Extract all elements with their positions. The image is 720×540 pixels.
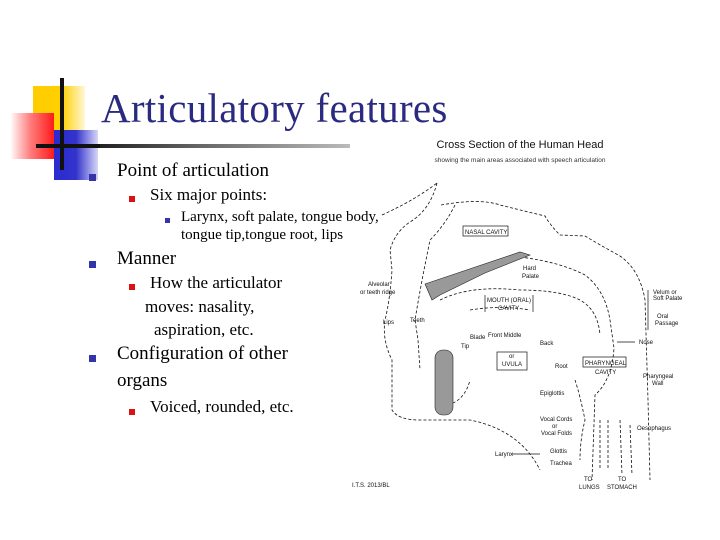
tongue-hatch — [434, 349, 454, 416]
figure-title: Cross Section of the Human Head — [437, 139, 604, 151]
label-to-lungs-2: LUNGS — [579, 485, 600, 491]
label-hard-palate: Hard — [523, 266, 536, 272]
label-nose: Nose — [639, 340, 654, 346]
bullet-marker-level2 — [129, 284, 135, 290]
logo-red-square — [10, 113, 54, 159]
label-oesophagus: Oesophagus — [637, 426, 671, 432]
bullet-manner-desc-line2: moves: nasality, — [145, 297, 255, 316]
label-velum-2: Soft Palate — [653, 296, 683, 302]
logo-vertical-line — [60, 78, 64, 170]
bullet-marker-level2 — [129, 196, 135, 202]
label-oral-passage-2: Passage — [655, 321, 679, 327]
bullet-point-of-articulation: Point of articulation — [117, 160, 269, 181]
label-to-stomach: TO — [618, 477, 627, 483]
label-alveolar-2: or teeth ridge — [360, 290, 396, 296]
label-pharyngeal-cavity-2: CAVITY — [595, 370, 616, 376]
label-lips: Lips — [383, 320, 394, 326]
label-uvula: UVULA — [502, 362, 522, 368]
bullet-marker-level1 — [89, 174, 96, 181]
label-vocal-cords: Vocal Cords — [540, 417, 572, 423]
bullet-six-major-points: Six major points: — [150, 185, 268, 204]
label-velum: Velum or — [653, 290, 677, 296]
bullet-six-points-list-line1: Larynx, soft palate, tongue body, — [181, 209, 379, 225]
bullet-manner: Manner — [117, 248, 177, 269]
figure-credit: I.T.S. 2013/BL — [352, 483, 390, 489]
head-outline — [381, 182, 651, 481]
bullet-marker-level2 — [129, 409, 135, 415]
label-glottis: Glottis — [550, 449, 567, 455]
bullet-marker-level3 — [165, 218, 170, 223]
label-nasal-cavity: NASAL CAVITY — [465, 230, 507, 236]
bullet-configuration-line1: Configuration of other — [117, 343, 288, 364]
label-trachea: Trachea — [550, 461, 572, 467]
label-pharyngeal-wall-2: Wall — [652, 381, 663, 387]
label-blade: Blade — [470, 335, 486, 341]
label-oral-cavity: MOUTH (ORAL) — [487, 298, 531, 304]
label-larynx: Larynx — [495, 452, 513, 458]
figure-subtitle: showing the main areas associated with s… — [435, 157, 606, 164]
label-oral-passage: Oral — [657, 314, 668, 320]
bullet-voiced-rounded: Voiced, rounded, etc. — [150, 397, 294, 416]
label-pharyngeal-cavity: PHARYNGEAL — [585, 361, 627, 367]
title-underline — [100, 144, 350, 148]
label-to-stomach-2: STOMACH — [607, 485, 637, 491]
bullet-six-points-list-line2: tongue tip,tongue root, lips — [181, 227, 344, 243]
bullet-configuration-line2: organs — [117, 370, 168, 391]
label-pharyngeal-wall: Pharyngeal — [643, 374, 673, 380]
label-back: Back — [540, 341, 554, 347]
bullet-manner-desc-line1: How the articulator — [150, 273, 283, 292]
label-alveolar: Alveolar — [368, 282, 390, 288]
bullet-manner-desc-line3: aspiration, etc. — [154, 320, 254, 339]
logo-horizontal-line — [36, 144, 110, 148]
hard-palate-hatch — [424, 251, 531, 301]
label-teeth: Teeth — [410, 318, 425, 324]
bullet-marker-level1 — [89, 355, 96, 362]
label-root: Root — [555, 364, 568, 370]
label-vocal-or: or — [552, 424, 557, 430]
label-front-middle: Front Middle — [488, 333, 522, 339]
label-hard-palate-2: Palate — [522, 274, 540, 280]
head-cross-section-diagram: Cross Section of the Human Head showing … — [352, 139, 683, 491]
label-epiglottis: Epiglottis — [540, 391, 564, 397]
label-tip: Tip — [461, 344, 470, 350]
slide-title: Articulatory features — [101, 85, 448, 131]
bullet-marker-level1 — [89, 261, 96, 268]
label-to-lungs: TO — [584, 477, 593, 483]
label-vocal-folds: Vocal Folds — [541, 431, 572, 437]
logo-decoration — [0, 70, 110, 180]
label-uvula-or: or — [509, 354, 514, 360]
label-oral-cavity-2: CAVITY — [498, 306, 519, 312]
